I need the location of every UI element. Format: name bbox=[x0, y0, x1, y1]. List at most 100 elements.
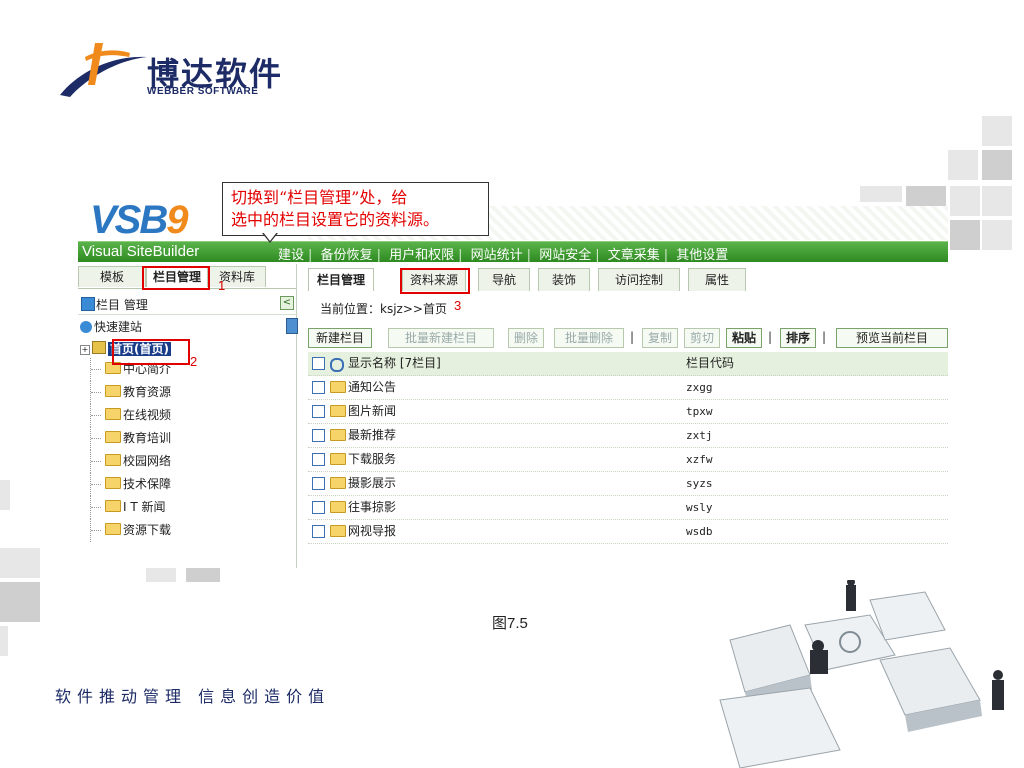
sort-button[interactable]: 排序 bbox=[780, 328, 816, 348]
copy-button[interactable]: 复制 bbox=[642, 328, 678, 348]
tab-properties[interactable]: 属性 bbox=[688, 268, 746, 291]
row-name[interactable]: 图片新闻 bbox=[348, 404, 397, 418]
row-checkbox[interactable] bbox=[312, 381, 325, 394]
tab-decoration[interactable]: 装饰 bbox=[538, 268, 590, 291]
menu-item-collect[interactable]: 文章采集 bbox=[607, 248, 660, 263]
deco-square bbox=[982, 220, 1012, 250]
tree-node[interactable]: 教育资源 bbox=[90, 381, 171, 404]
deco-square bbox=[860, 186, 902, 202]
keyboard-illustration bbox=[719, 580, 1004, 768]
tree-node-label: I T 新闻 bbox=[123, 500, 166, 514]
row-checkbox[interactable] bbox=[312, 405, 325, 418]
tab-navigation[interactable]: 导航 bbox=[478, 268, 530, 291]
deco-square bbox=[186, 568, 220, 582]
menu-item-users[interactable]: 用户和权限 bbox=[389, 248, 455, 263]
row-name[interactable]: 摄影展示 bbox=[348, 476, 397, 490]
refresh-icon[interactable] bbox=[330, 357, 344, 380]
table-row[interactable]: 图片新闻 tpxw bbox=[308, 400, 948, 424]
row-checkbox[interactable] bbox=[312, 525, 325, 538]
logo-swoosh-icon bbox=[60, 43, 147, 97]
header-name: 显示名称 [7栏目] bbox=[348, 356, 441, 370]
batch-delete-button[interactable]: 批量删除 bbox=[554, 328, 624, 348]
collapse-panel-button[interactable]: < bbox=[280, 296, 294, 310]
row-code: wsly bbox=[686, 501, 713, 514]
tab-library[interactable]: 资料库 bbox=[208, 266, 266, 287]
tab-template[interactable]: 模板 bbox=[78, 266, 146, 287]
row-name[interactable]: 通知公告 bbox=[348, 380, 397, 394]
tree-root[interactable]: 快速建站 bbox=[80, 318, 142, 336]
tree-node-label: 资源下载 bbox=[123, 523, 172, 537]
row-name[interactable]: 往事掠影 bbox=[348, 500, 397, 514]
left-panel: 模板 栏目管理 资料库 栏目 管理 < 快速建站 +首页(首页) 中心简介 教育… bbox=[78, 264, 298, 568]
folder-icon bbox=[330, 453, 346, 465]
menu-item-build[interactable]: 建设 bbox=[278, 248, 305, 263]
step-marker: 3 bbox=[454, 298, 462, 313]
tree-children: 中心简介 教育资源 在线视频 教育培训 校园网络 技术保障 I T 新闻 资源下… bbox=[90, 358, 171, 542]
menu-item-stats[interactable]: 网站统计 bbox=[470, 248, 523, 263]
callout-line-1: 切换到“栏目管理”处，给 bbox=[231, 188, 408, 207]
toolbar-separator: | bbox=[768, 330, 773, 344]
tab-data-source[interactable]: 资料来源 bbox=[402, 268, 466, 291]
tree-node-label: 校园网络 bbox=[123, 454, 172, 468]
delete-button[interactable]: 删除 bbox=[508, 328, 544, 348]
tab-column-manage[interactable]: 栏目管理 bbox=[308, 268, 374, 291]
tree-node[interactable]: 技术保障 bbox=[90, 473, 171, 496]
row-name[interactable]: 最新推荐 bbox=[348, 428, 397, 442]
tree-node-label: 在线视频 bbox=[123, 408, 172, 422]
tree-home-label: 首页(首页) bbox=[108, 342, 171, 356]
tree-node[interactable]: I T 新闻 bbox=[90, 496, 171, 519]
menu-item-security[interactable]: 网站安全 bbox=[539, 248, 592, 263]
batch-new-button[interactable]: 批量新建栏目 bbox=[388, 328, 494, 348]
main-menubar: 建设| 备份恢复| 用户和权限| 网站统计| 网站安全| 文章采集| 其他设置 bbox=[78, 241, 948, 263]
row-code: xzfw bbox=[686, 453, 713, 466]
row-checkbox[interactable] bbox=[312, 453, 325, 466]
folder-icon bbox=[330, 501, 346, 513]
row-code: syzs bbox=[686, 477, 713, 490]
step-marker: 1 bbox=[218, 278, 226, 293]
deco-square bbox=[0, 480, 10, 510]
company-slogan: 软件推动管理 信息创造价值 bbox=[55, 687, 331, 706]
vsb-subtitle: Visual SiteBuilder bbox=[82, 243, 200, 260]
tree-node[interactable]: 校园网络 bbox=[90, 450, 171, 473]
row-code: zxtj bbox=[686, 429, 713, 442]
pushing-man-figure bbox=[992, 670, 1004, 710]
row-code: zxgg bbox=[686, 381, 713, 394]
menu-item-other[interactable]: 其他设置 bbox=[676, 248, 729, 263]
row-code: tpxw bbox=[686, 405, 713, 418]
row-checkbox[interactable] bbox=[312, 429, 325, 442]
row-name[interactable]: 下载服务 bbox=[348, 452, 397, 466]
tree-node-label: 教育培训 bbox=[123, 431, 172, 445]
row-checkbox[interactable] bbox=[312, 477, 325, 490]
table-row[interactable]: 最新推荐 zxtj bbox=[308, 424, 948, 448]
deco-square bbox=[0, 582, 40, 622]
tree-node-home[interactable]: + 首页(首页) bbox=[80, 340, 171, 358]
tab-access-control[interactable]: 访问控制 bbox=[598, 268, 680, 291]
row-name[interactable]: 网视导报 bbox=[348, 524, 397, 538]
table-row[interactable]: 摄影展示 syzs bbox=[308, 472, 948, 496]
left-panel-header: 栏目 管理 < bbox=[78, 294, 296, 315]
table-row[interactable]: 通知公告 zxgg bbox=[308, 376, 948, 400]
callout-line-2: 选中的栏目设置它的资料源。 bbox=[231, 210, 440, 229]
select-all-checkbox[interactable] bbox=[312, 357, 325, 370]
folder-icon bbox=[105, 477, 121, 489]
deco-square bbox=[948, 150, 978, 180]
table-row[interactable]: 下载服务 xzfw bbox=[308, 448, 948, 472]
book-icon[interactable] bbox=[286, 318, 298, 334]
menu-separator: | bbox=[526, 248, 532, 263]
expand-icon[interactable]: + bbox=[80, 345, 90, 355]
tree-node[interactable]: 教育培训 bbox=[90, 427, 171, 450]
menu-item-backup[interactable]: 备份恢复 bbox=[320, 248, 373, 263]
highlight-column-tab bbox=[142, 266, 210, 290]
preview-column-button[interactable]: 预览当前栏目 bbox=[836, 328, 948, 348]
row-checkbox[interactable] bbox=[312, 501, 325, 514]
cut-button[interactable]: 剪切 bbox=[684, 328, 720, 348]
tree-node[interactable]: 中心简介 bbox=[90, 358, 171, 381]
tree-node[interactable]: 在线视频 bbox=[90, 404, 171, 427]
new-column-button[interactable]: 新建栏目 bbox=[308, 328, 372, 348]
tree-node[interactable]: 资源下载 bbox=[90, 519, 171, 542]
deco-square bbox=[982, 116, 1012, 146]
deco-square bbox=[982, 150, 1012, 180]
table-row[interactable]: 往事掠影 wsly bbox=[308, 496, 948, 520]
paste-button[interactable]: 粘贴 bbox=[726, 328, 762, 348]
